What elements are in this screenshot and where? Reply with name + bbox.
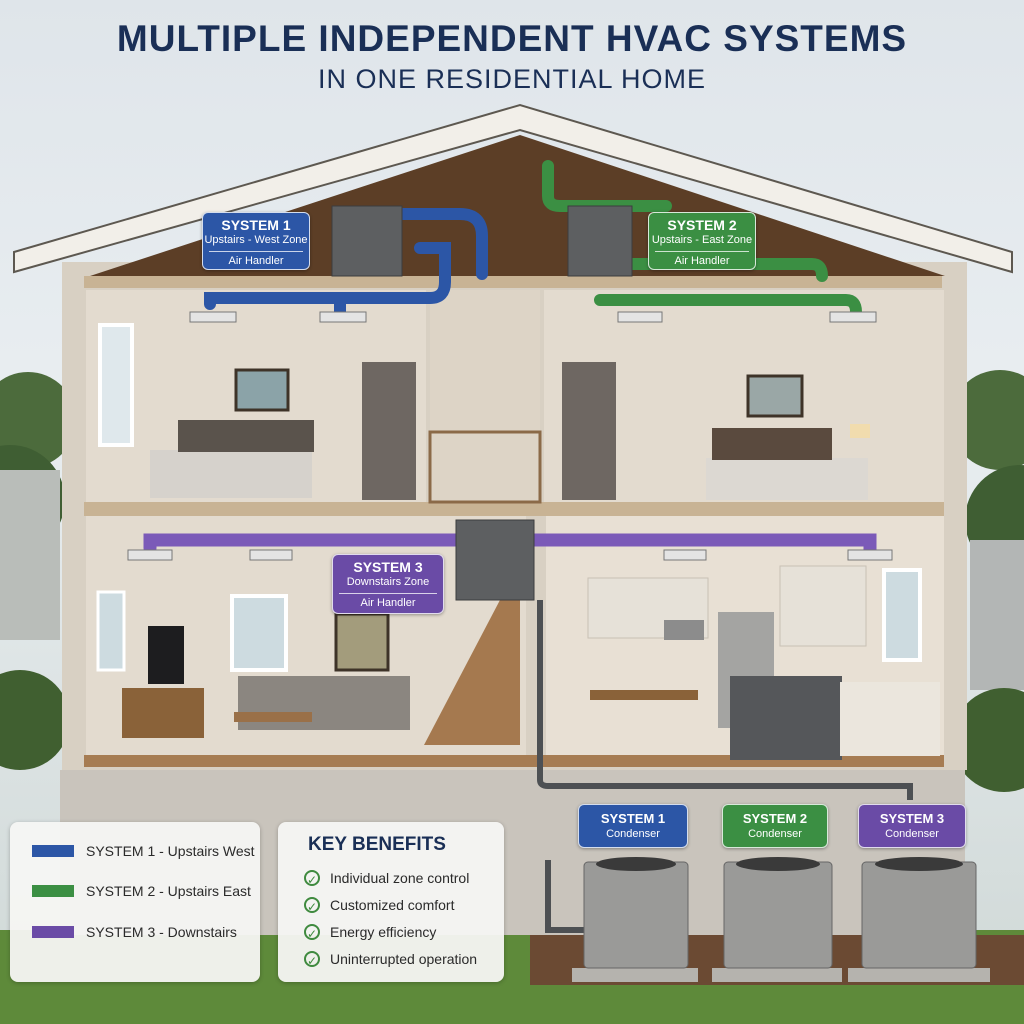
system2-ductwork	[542, 160, 862, 318]
system3-air-handler-tag: SYSTEM 3 Downstairs Zone Air Handler	[332, 554, 444, 614]
painting-east	[746, 374, 804, 418]
staircase	[424, 600, 520, 745]
bed-east-headboard	[712, 428, 832, 460]
benefit-item: ✓ Individual zone control	[304, 870, 470, 887]
painting-living	[334, 612, 390, 672]
tag-divider	[339, 593, 437, 594]
legend-swatch-system2	[32, 885, 74, 897]
legend-label: SYSTEM 3 - Downstairs	[86, 924, 237, 940]
microwave	[664, 620, 704, 640]
roof	[13, 103, 1013, 274]
benefit-item: ✓ Customized comfort	[304, 897, 455, 914]
system1-name: SYSTEM 1	[221, 217, 291, 233]
system3-zone: Downstairs Zone	[346, 576, 430, 588]
legend-panel: SYSTEM 1 - Upstairs West SYSTEM 2 - Upst…	[10, 822, 260, 982]
system1-unit: Air Handler	[228, 255, 284, 267]
key-benefits-title: KEY BENEFITS	[308, 834, 446, 855]
painting-west	[234, 368, 290, 412]
benefit-item: ✓ Uninterrupted operation	[304, 951, 478, 968]
system1-air-handler-tag: SYSTEM 1 Upstairs - West Zone Air Handle…	[202, 212, 310, 270]
window-living-1	[96, 590, 126, 672]
check-icon: ✓	[304, 951, 320, 968]
system2-zone: Upstairs - East Zone	[651, 234, 753, 246]
vents	[127, 311, 893, 561]
system2-air-handler-tag: SYSTEM 2 Upstairs - East Zone Air Handle…	[648, 212, 756, 270]
legend-item: SYSTEM 2 - Upstairs East	[32, 883, 251, 899]
legend-item: SYSTEM 1 - Upstairs West	[32, 843, 255, 859]
benefit-label: Energy efficiency	[330, 924, 437, 940]
hallway-upstairs	[430, 290, 540, 502]
condenser-units	[572, 857, 990, 982]
door-upstairs-2	[562, 362, 616, 500]
bed-west-headboard	[178, 420, 314, 452]
system2-name: SYSTEM 2	[667, 217, 737, 233]
bed-west	[150, 450, 312, 498]
tv	[148, 626, 184, 684]
system2-condenser-tag: SYSTEM 2 Condenser	[722, 804, 828, 848]
main-floor	[84, 755, 944, 767]
kitchen-island	[730, 676, 842, 760]
check-icon: ✓	[304, 870, 320, 887]
check-icon: ✓	[304, 897, 320, 914]
condenser2-unit: Condenser	[748, 828, 802, 840]
system1-condenser-tag: SYSTEM 1 Condenser	[578, 804, 688, 848]
railing	[428, 430, 542, 504]
legend-label: SYSTEM 1 - Upstairs West	[86, 843, 255, 859]
air-handler-1	[331, 205, 403, 277]
page-subtitle: IN ONE RESIDENTIAL HOME	[317, 64, 707, 94]
system3-unit: Air Handler	[360, 597, 416, 609]
benefit-label: Customized comfort	[330, 897, 455, 913]
tv-console	[122, 688, 204, 738]
dining-table	[590, 690, 698, 700]
background-trees	[0, 370, 1024, 792]
condenser2-name: SYSTEM 2	[742, 811, 808, 826]
key-benefits-panel: KEY BENEFITS ✓ Individual zone control ✓…	[278, 822, 504, 982]
legend-item: SYSTEM 3 - Downstairs	[32, 924, 237, 940]
air-handler-2	[567, 205, 633, 277]
tag-divider	[655, 251, 749, 252]
benefit-item: ✓ Energy efficiency	[304, 924, 437, 941]
system2-unit: Air Handler	[674, 255, 730, 267]
coffee-table	[234, 712, 312, 722]
condenser1-unit: Condenser	[606, 828, 660, 840]
tall-cabinets	[779, 565, 867, 647]
door-upstairs-1	[362, 362, 416, 500]
attic-floor	[84, 276, 942, 288]
system3-name: SYSTEM 3	[353, 559, 423, 575]
window-upstairs-west	[98, 323, 134, 447]
condenser1-name: SYSTEM 1	[600, 811, 666, 826]
system3-ductwork	[143, 533, 877, 559]
benefit-label: Individual zone control	[330, 870, 470, 886]
benefit-label: Uninterrupted operation	[330, 951, 478, 967]
window-kitchen	[882, 568, 922, 662]
window-living-2	[230, 594, 288, 672]
air-handler-3	[455, 519, 535, 601]
check-icon: ✓	[304, 924, 320, 941]
legend-swatch-system1	[32, 845, 74, 857]
bed-east	[706, 458, 868, 500]
lamp-east	[850, 424, 870, 438]
legend-label: SYSTEM 2 - Upstairs East	[86, 883, 251, 899]
counter-right	[840, 682, 940, 756]
system1-zone: Upstairs - West Zone	[204, 234, 308, 246]
upper-floor	[84, 502, 944, 516]
system1-ductwork	[204, 208, 488, 318]
page-title: MULTIPLE INDEPENDENT HVAC SYSTEMS	[116, 18, 908, 59]
system3-condenser-tag: SYSTEM 3 Condenser	[858, 804, 966, 848]
condenser3-unit: Condenser	[885, 828, 939, 840]
refrigerant-lines	[537, 600, 913, 933]
condenser3-name: SYSTEM 3	[879, 811, 945, 826]
tag-divider	[209, 251, 303, 252]
legend-swatch-system3	[32, 926, 74, 938]
